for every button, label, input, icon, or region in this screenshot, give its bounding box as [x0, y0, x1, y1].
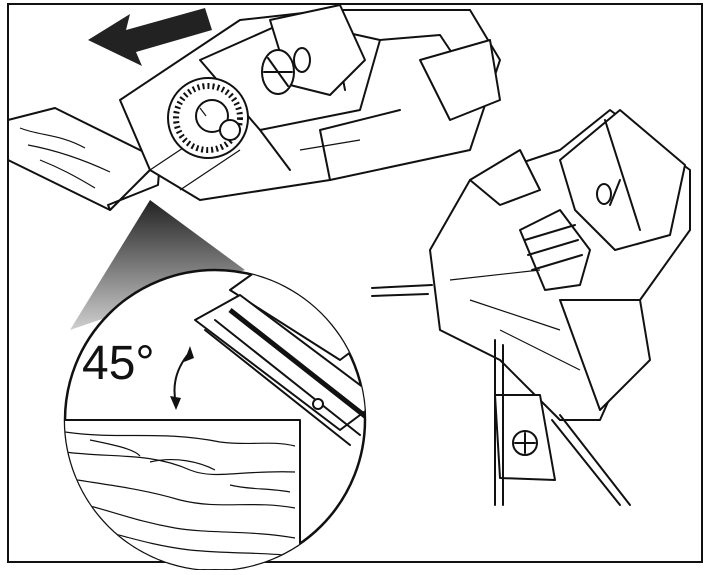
angle-label: 45°: [82, 337, 155, 390]
depth-dial-icon: [167, 77, 249, 159]
magnifier-cone: [70, 200, 245, 330]
top-planer-body: [119, 4, 501, 201]
top-workpiece-board: [7, 107, 161, 211]
knob-icon: [261, 47, 311, 95]
right-planer-body: [429, 109, 691, 481]
right-workpiece-board: [371, 284, 631, 506]
detail-magnifier: [63, 268, 367, 572]
figure-frame: [7, 3, 703, 563]
direction-arrow-icon: [88, 8, 212, 66]
angle-arc-icon: [170, 346, 194, 410]
